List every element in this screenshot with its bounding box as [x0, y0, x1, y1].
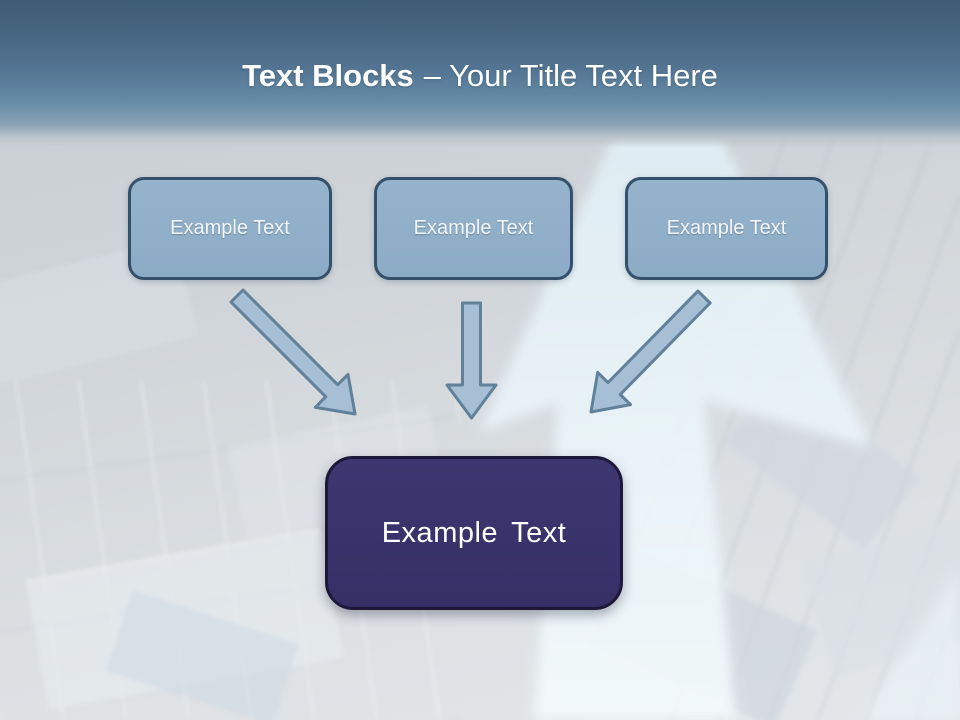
- slide-title-bold: Text Blocks: [242, 58, 414, 93]
- result-block[interactable]: Example Text: [325, 456, 623, 610]
- text-block-3-label: Example Text: [666, 217, 787, 239]
- slide-title[interactable]: Text Blocks – Your Title Text Here: [0, 58, 960, 94]
- text-block-2[interactable]: Example Text: [374, 177, 573, 280]
- text-block-1[interactable]: Example Text: [128, 177, 332, 280]
- background-light-streak: [862, 568, 960, 720]
- text-block-1-label: Example Text: [170, 217, 290, 239]
- text-block-3[interactable]: Example Text: [625, 177, 828, 280]
- result-block-label: Example Text: [381, 516, 567, 549]
- text-block-2-label: Example Text: [413, 217, 534, 239]
- slide-title-rest: – Your Title Text Here: [423, 58, 718, 93]
- title-band: [0, 0, 960, 148]
